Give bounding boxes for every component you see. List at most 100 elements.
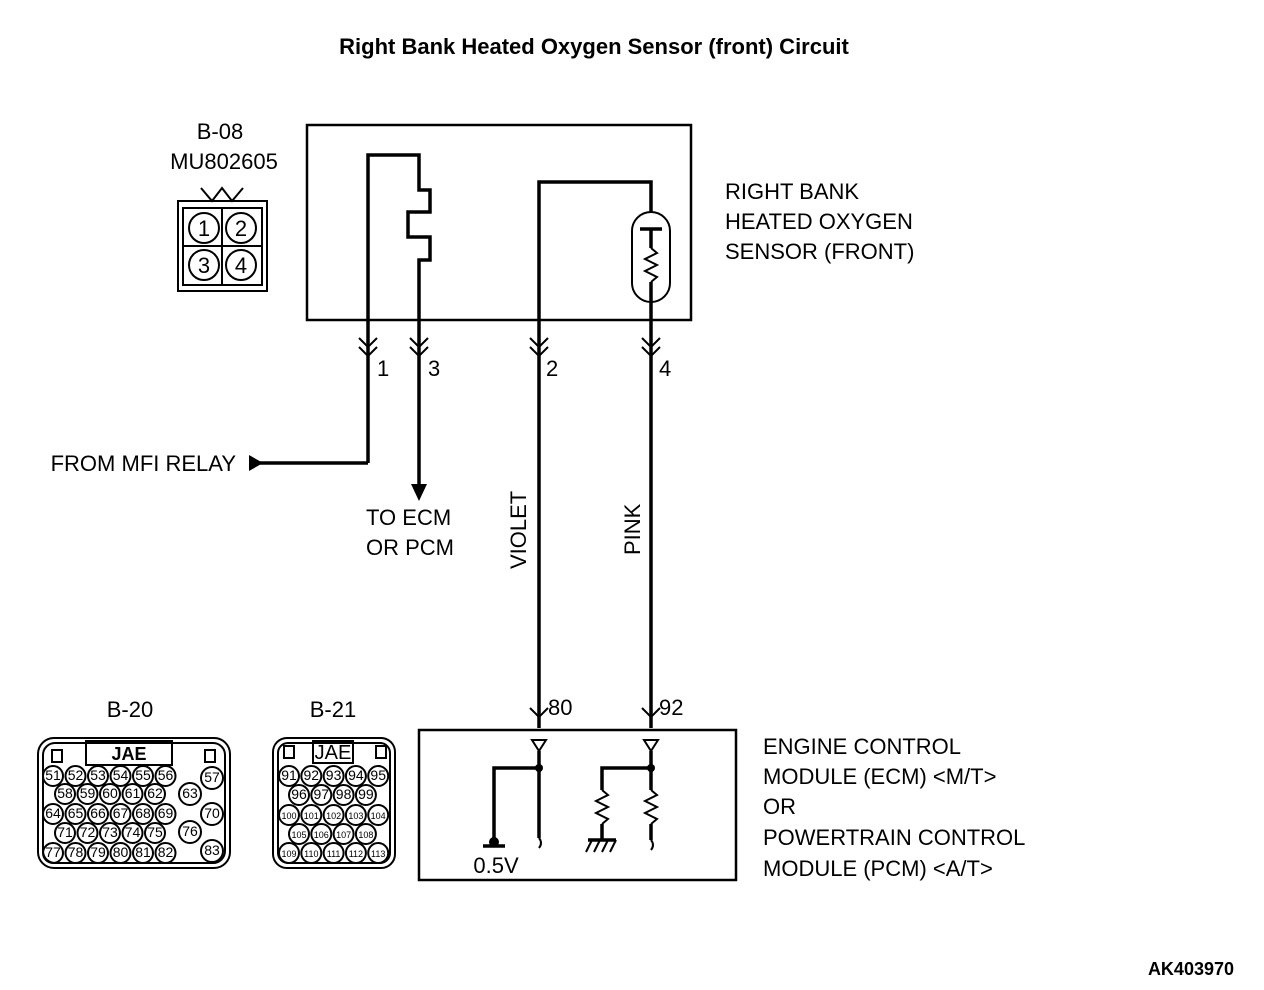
connector-pin-label: 96: [291, 786, 307, 802]
connector-pin: [132, 803, 154, 825]
wire-destination: OR PCM: [366, 535, 454, 560]
connector-pin: [154, 803, 177, 825]
connector-pin-label: 112: [349, 849, 363, 859]
connector-pin: [121, 822, 144, 844]
connector-pin-label: 102: [326, 811, 341, 821]
ecm-label: POWERTRAIN CONTROL: [763, 825, 1025, 850]
connector-pin-label: 52: [68, 767, 84, 783]
oxygen-sensor: [305, 123, 693, 322]
connector-pin: [54, 783, 76, 805]
wire-destination: FROM MFI RELAY: [51, 451, 237, 476]
connector-pin: [310, 823, 333, 845]
connector-pin: [99, 822, 121, 844]
connector-pin-label: 93: [326, 767, 342, 783]
connector-pin: [288, 823, 310, 845]
connector-pin: [332, 784, 355, 806]
output-arrow-icon: [411, 484, 427, 501]
connector-pin-label: 82: [158, 844, 174, 860]
connector-pin: [310, 784, 333, 806]
diagram-title: Right Bank Heated Oxygen Sensor (front) …: [339, 34, 849, 59]
connector-pin: [42, 765, 64, 787]
connector-pin-label: 69: [158, 805, 174, 821]
connector-pin-label: 107: [336, 830, 351, 840]
connector-pin: [42, 803, 64, 825]
connector-pin-label: 71: [57, 824, 73, 840]
connector-b21-housing: [272, 737, 396, 869]
wire-pin-number: 2: [546, 356, 558, 381]
connector-pin: [76, 783, 99, 805]
connector-pin-label: 73: [102, 824, 118, 840]
connector-pin: [87, 765, 109, 787]
connector-b21-id: B-21: [310, 697, 356, 722]
ground-icon: [585, 838, 617, 853]
connector-pin: [344, 842, 367, 864]
connector-pin-label: 91: [281, 767, 297, 783]
connector-b08-id: B-08: [197, 119, 243, 144]
connector-pin-label: 62: [147, 785, 163, 801]
connector-pin: [344, 765, 367, 787]
connector-pin: [42, 842, 64, 864]
wire-destination: TO ECM: [366, 505, 451, 530]
ecm-pin-number: 80: [548, 695, 572, 720]
connector-pin-label: 56: [158, 767, 174, 783]
connector-pin: [76, 822, 99, 844]
connector-pin-label: 99: [358, 786, 374, 802]
connector-chevron-icons: [358, 337, 661, 719]
connector-pin-label: 95: [370, 767, 386, 783]
connector-pin: [322, 842, 345, 864]
connector-pin: [87, 842, 109, 864]
connector-pin-label: 94: [348, 767, 364, 783]
connector-pin-label: 104: [371, 811, 386, 821]
ecm-terminal-icon: [642, 739, 660, 753]
reference-code: AK403970: [1148, 959, 1234, 979]
connector-pin-label: 53: [90, 767, 106, 783]
connector-pin: [200, 839, 224, 863]
connector-pin: [109, 803, 132, 825]
wire-pin-1: 1 FROM MFI RELAY: [51, 320, 389, 476]
connector-pin: [64, 765, 87, 787]
connector-pin: [332, 823, 355, 845]
wire-pin-4: 4 PINK 92: [620, 320, 683, 728]
connector-pin-label: 63: [182, 785, 198, 801]
connector-pin: [322, 765, 345, 787]
connector-pin-label: 58: [57, 785, 73, 801]
connector-pin: [154, 765, 177, 787]
connector-pin-label: 61: [125, 785, 141, 801]
connector-pin-label: 55: [135, 767, 151, 783]
connector-b08-housing: [177, 200, 268, 292]
connector-pin: [109, 842, 132, 864]
reference-voltage: 0.5V: [473, 853, 519, 878]
connector-pin-label: 98: [336, 786, 352, 802]
connector-pin-label: 75: [147, 824, 163, 840]
connector-pin: [132, 765, 154, 787]
connector-pin: [322, 804, 345, 826]
connector-pin-label: 70: [204, 805, 220, 821]
connector-pin: [178, 820, 202, 844]
connector-pin: [354, 784, 377, 806]
connector-pin: [278, 765, 300, 787]
wire-pin-2: 2 VIOLET 80: [506, 320, 572, 728]
connector-pin: [154, 842, 177, 864]
ecm-terminal-icon: [530, 739, 548, 753]
connector-pin: [64, 842, 87, 864]
connector-pin: [144, 822, 166, 844]
wire-pin-number: 3: [428, 356, 440, 381]
ecm-label: OR: [763, 794, 796, 819]
connector-pin-label: 66: [90, 805, 106, 821]
connector-pin: [99, 783, 121, 805]
connector-pin: [354, 823, 377, 845]
connector-pin-label: 110: [304, 849, 318, 859]
connector-b08-pin: 2: [235, 216, 247, 241]
connector-b08-pin: 1: [198, 216, 210, 241]
sensor-label: SENSOR (FRONT): [725, 239, 914, 264]
input-arrow-icon: [249, 455, 263, 471]
connector-b08: B-08 MU802605 1 2 3 4: [170, 119, 278, 292]
heater-element-icon: [366, 153, 432, 320]
connector-pin-label: 97: [314, 786, 330, 802]
sensor-housing: [305, 123, 693, 322]
connector-pin-label: 54: [113, 767, 129, 783]
ecm-label: MODULE (ECM) <M/T>: [763, 764, 996, 789]
connector-pin: [300, 842, 323, 864]
